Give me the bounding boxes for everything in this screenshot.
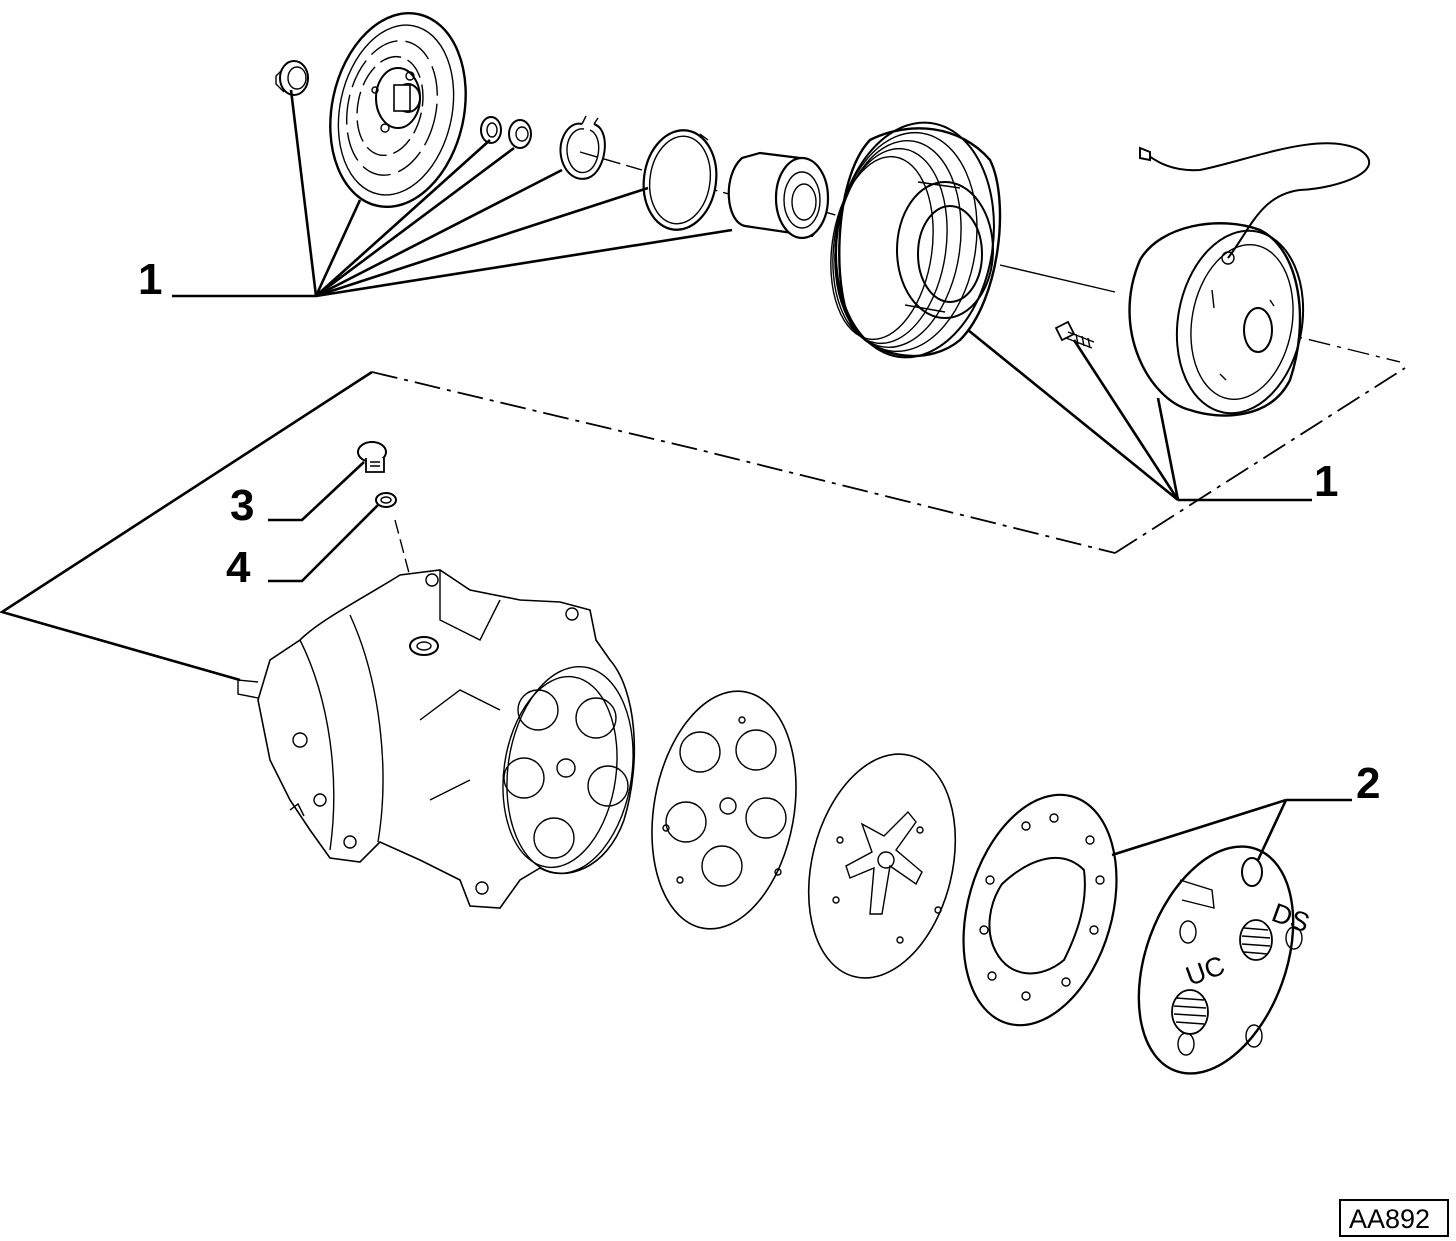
clutch-front-plate-part: [329, 11, 467, 209]
callout-1-upper: 1: [138, 255, 162, 304]
reference-code-box: AA892: [1339, 1199, 1449, 1237]
snap-ring-small-part: [559, 115, 606, 180]
field-coil-part: [1128, 142, 1370, 417]
callout-1-upper-leaders: [172, 89, 733, 298]
discharge-fitting: [1239, 919, 1273, 961]
callout-1-lower: 1: [1314, 457, 1338, 506]
valve-plate-part: [651, 690, 797, 930]
reference-code: AA892: [1349, 1204, 1430, 1234]
callout-2-leaders: [1111, 798, 1352, 861]
reed-valve-part: [807, 753, 957, 979]
callout-2: 2: [1356, 759, 1380, 808]
callout-4: 4: [226, 543, 251, 592]
shims-part: [480, 116, 532, 149]
pulley-part: [830, 121, 1002, 359]
coil-screw-part: [1054, 320, 1095, 349]
oil-plug-part: [357, 441, 387, 473]
hub-nut-part: [275, 60, 309, 96]
compressor-body-part: [237, 569, 636, 909]
callout-3-4-leaders: [268, 461, 379, 583]
subassembly-frame: [0, 367, 1406, 682]
pulley-bearing-part: [727, 151, 830, 240]
callout-1-lower-leaders: [967, 328, 1312, 502]
head-gasket-part: [962, 793, 1118, 1027]
retaining-ring-large-part: [642, 129, 718, 231]
callout-3: 3: [230, 481, 254, 530]
oil-plug-washer-part: [375, 492, 397, 508]
suction-fitting: [1171, 989, 1209, 1035]
rear-head-part: UC DS: [1137, 845, 1313, 1075]
